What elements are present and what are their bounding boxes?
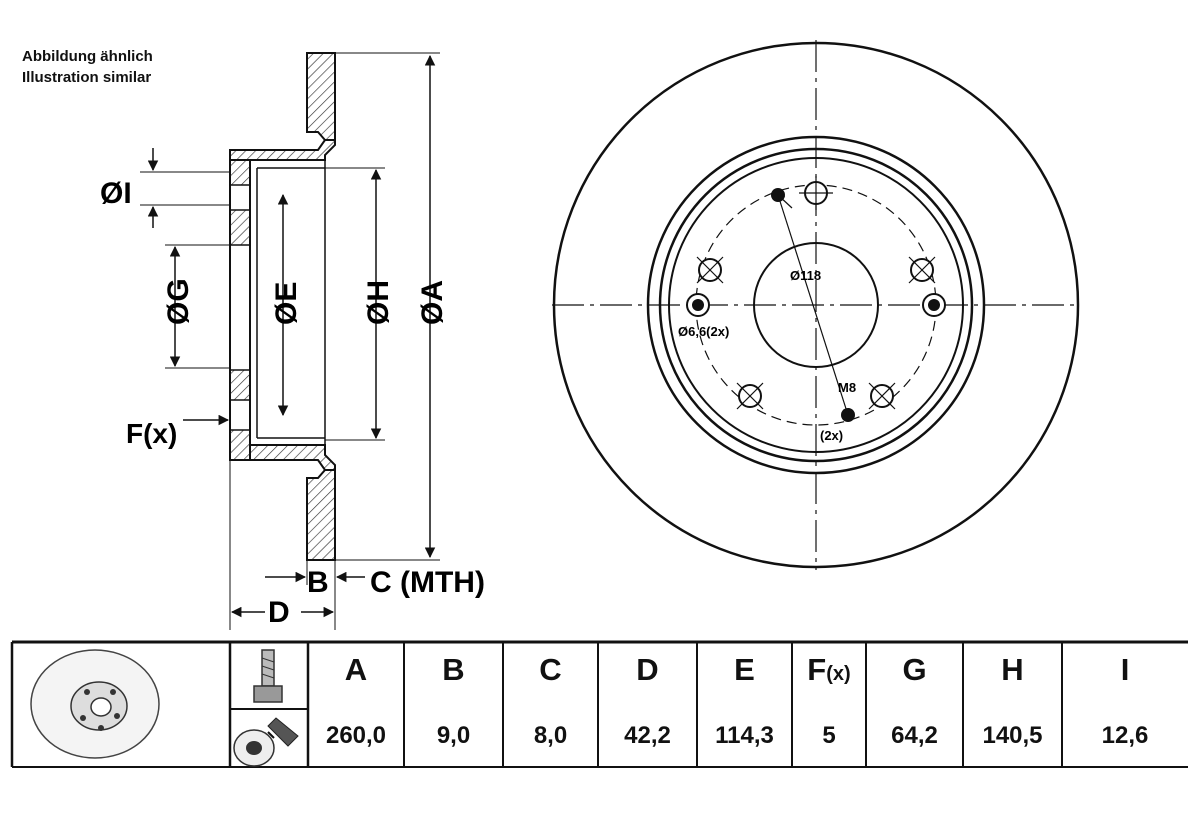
col-header-b: B	[442, 652, 465, 687]
value-b: 9,0	[436, 722, 471, 749]
col-header-f: F(x)	[792, 652, 866, 688]
section-view: ØA ØH ØE ØG ØI F(x) B C (MTH) D	[100, 52, 485, 630]
front-view: Ø118 Ø6,6(2x) M8 (2x)	[552, 40, 1080, 570]
locating-hole-label: Ø6,6(2x)	[678, 324, 729, 339]
col-header-f-suffix: (x)	[826, 663, 851, 685]
value-g: 64,2	[891, 722, 938, 749]
thread-count-label: (2x)	[820, 428, 843, 443]
dim-d-label: D	[268, 596, 290, 629]
thread-label: M8	[838, 380, 856, 395]
friction-ring-top	[306, 52, 336, 141]
value-c: 8,0	[533, 722, 568, 749]
spec-table-grid	[10, 640, 1188, 768]
friction-ring-bottom	[306, 469, 336, 561]
col-header-e: E	[734, 652, 755, 687]
value-d: 42,2	[624, 722, 671, 749]
col-header-c: C	[539, 652, 562, 687]
dim-b-label: B	[307, 566, 329, 599]
value-h: 140,5	[982, 722, 1043, 749]
dim-a-label: ØA	[416, 280, 449, 325]
illustration-caption: Abbildung ähnlich Illustration similar	[22, 46, 153, 88]
disc-thumbnail	[30, 649, 160, 759]
gauge-icon	[233, 717, 299, 767]
col-header-h: H	[1001, 652, 1024, 687]
col-header-f-letter: F	[807, 652, 827, 687]
value-a: 260,0	[325, 722, 387, 749]
dim-g-label: ØG	[162, 278, 195, 325]
hub-face-hatch-top	[229, 159, 251, 186]
col-header-i: I	[1120, 652, 1130, 687]
locating-holes	[686, 293, 946, 317]
value-e: 114,3	[715, 722, 774, 749]
col-header-a: A	[344, 652, 368, 687]
value-i: 12,6	[1101, 722, 1149, 749]
hub-face-hatch-bottom	[229, 429, 251, 461]
center-bore-label: Ø118	[790, 268, 821, 283]
dim-c-label: C (MTH)	[370, 566, 485, 599]
hub-face-hatch-mid1	[229, 209, 251, 246]
value-f: 5	[822, 722, 836, 749]
bolt-icon	[253, 649, 283, 703]
hub-face	[229, 159, 251, 461]
col-header-g: G	[902, 652, 927, 687]
dim-e-label: ØE	[270, 282, 303, 325]
caption-german: Abbildung ähnlich	[22, 48, 153, 65]
col-header-d: D	[636, 652, 659, 687]
dim-f-label: F(x)	[126, 418, 177, 449]
dim-i-label: ØI	[100, 177, 132, 210]
caption-english: Illustration similar	[22, 69, 152, 86]
hub-face-hatch-mid2	[229, 369, 251, 401]
dim-h-label: ØH	[362, 280, 395, 325]
